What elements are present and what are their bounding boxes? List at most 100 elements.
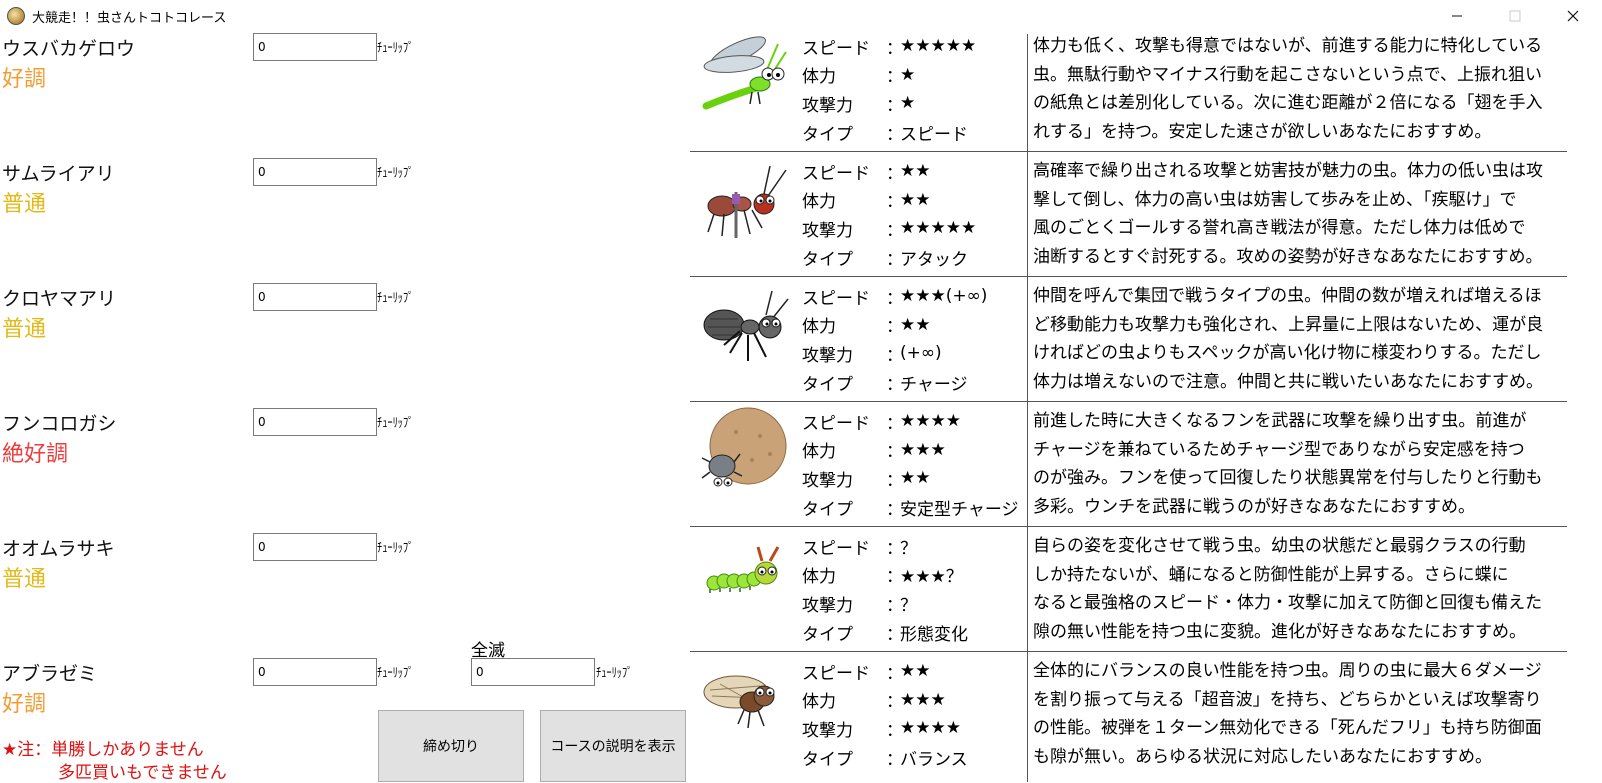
course-description-button[interactable]: コースの説明を表示 xyxy=(540,710,686,782)
attack-value: ★★★★★ xyxy=(900,218,977,239)
dragonfly-icon xyxy=(702,36,787,110)
stats-caterpillar: スピード：？ 体力：★★★？ 攻撃力：？ タイプ：形態変化 xyxy=(802,532,1028,646)
maximize-icon xyxy=(1509,10,1521,22)
unit-label: ﾁｭｰﾘｯﾌﾟ xyxy=(377,41,414,56)
condition-aburazemi: 好調 xyxy=(2,692,47,717)
description-dung-beetle: 前進した時に大きくなるフンを武器に攻撃を繰り出す虫。前進がチャージを兼ねているた… xyxy=(1033,411,1543,517)
bet-input-oomurasaki[interactable] xyxy=(253,533,377,561)
bet-input-aburazemi[interactable] xyxy=(253,658,377,686)
note-line-1: ★注：単勝しかありません xyxy=(2,740,204,760)
stat-attack-row: 攻撃力：★★★★★ xyxy=(802,218,977,241)
stat-speed-row: スピード：★★★★★ xyxy=(802,36,977,59)
unit-label: ﾁｭｰﾘｯﾌﾟ xyxy=(377,666,414,681)
hp-value: ★ xyxy=(900,64,916,85)
stat-hp-row: 体力：★★★ xyxy=(802,689,946,713)
attack-value: ★★★★ xyxy=(900,718,961,739)
description-samurai-ant: 高確率で繰り出される攻撃と妨害技が魅力の虫。体力の低い虫は攻撃して倒し、体力の高… xyxy=(1033,161,1543,267)
stat-hp-row: 体力：★ xyxy=(802,64,916,88)
stat-hp-row: 体力：★★ xyxy=(802,189,931,213)
minimize-button[interactable] xyxy=(1428,0,1486,32)
hp-value: ★★★ xyxy=(900,689,946,710)
note-line-2: 多匹買いもできません xyxy=(58,763,227,783)
condition-samuraiari: 普通 xyxy=(2,192,47,217)
allkill-label: 全滅 xyxy=(471,641,505,661)
bet-input-usubakagerou[interactable] xyxy=(253,33,377,61)
stat-attack-row: 攻撃力：★ xyxy=(802,93,916,116)
hp-value: ★★★ xyxy=(900,439,946,460)
hp-value: ★★★？ xyxy=(900,567,963,588)
condition-funkorogashi: 絶好調 xyxy=(2,442,69,467)
stat-hp-row: 体力：★★ xyxy=(802,314,931,338)
attack-value: ？ xyxy=(900,595,917,616)
bug-name-samuraiari: サムライアリ xyxy=(2,163,115,185)
description-dragonfly: 体力も低く、攻撃も得意ではないが、前進する能力に特化している虫。無駄行動やマイナ… xyxy=(1033,36,1543,142)
type-value: スピード xyxy=(900,124,968,145)
stat-attack-row: 攻撃力：？ xyxy=(802,589,1028,618)
speed-value: ★★ xyxy=(900,661,931,682)
speed-value: ★★★★★ xyxy=(900,36,977,57)
attack-value: ★ xyxy=(900,93,916,114)
condition-usubakagerou: 好調 xyxy=(2,67,47,92)
stat-attack-row: 攻撃力：★★ xyxy=(802,468,931,491)
stat-type-row: タイプ：スピード xyxy=(802,118,1028,147)
stat-type-row: タイプ：形態変化 xyxy=(802,618,1028,647)
speed-value: ★★★★ xyxy=(900,411,961,432)
description-caterpillar: 自らの姿を変化させて戦う虫。幼虫の状態だと最弱クラスの行動しか持たないが、蛹にな… xyxy=(1033,536,1543,642)
bet-input-kuroyamaari[interactable] xyxy=(253,283,377,311)
stat-attack-row: 攻撃力：★★★★ xyxy=(802,718,961,741)
app-icon xyxy=(7,7,25,25)
stat-type-row: タイプ：アタック xyxy=(802,243,1028,272)
stats-cicada: スピード：★★ 体力：★★★ 攻撃力：★★★★ タイプ：バランス xyxy=(802,657,1028,771)
close-icon xyxy=(1567,10,1579,22)
description-cicada: 全体的にバランスの良い性能を持つ虫。周りの虫に最大６ダメージを割り振って与える「… xyxy=(1033,661,1542,767)
attack-value: (+∞) xyxy=(900,343,942,364)
hp-value: ★★ xyxy=(900,314,931,335)
row-divider xyxy=(690,401,1567,402)
row-divider xyxy=(690,276,1567,277)
speed-value: ★★★(+∞) xyxy=(900,286,988,307)
unit-label: ﾁｭｰﾘｯﾌﾟ xyxy=(377,166,414,181)
stats-samurai-ant: スピード：★★ 体力：★★ 攻撃力：★★★★★ タイプ：アタック xyxy=(802,157,1028,271)
row-divider xyxy=(690,526,1567,527)
bug-name-funkorogashi: フンコロガシ xyxy=(2,413,117,435)
stats-dung-beetle: スピード：★★★★ 体力：★★★ 攻撃力：★★ タイプ：安定型チャージ xyxy=(802,407,1028,521)
bug-name-usubakagerou: ウスバカゲロウ xyxy=(2,38,136,60)
window-title: 大競走！！虫さんトコトコレース xyxy=(32,11,227,26)
type-value: チャージ xyxy=(900,374,968,395)
stat-speed-row: スピード：★★ xyxy=(802,661,931,684)
stat-speed-row: スピード：★★★★ xyxy=(802,411,961,434)
stat-hp-row: 体力：★★★ xyxy=(802,439,946,463)
row-divider xyxy=(690,151,1567,152)
cicada-icon xyxy=(703,675,775,729)
type-value: アタック xyxy=(900,249,968,270)
stat-type-row: タイプ：チャージ xyxy=(802,368,1028,397)
type-value: 安定型チャージ xyxy=(900,499,1019,520)
bet-input-funkorogashi[interactable] xyxy=(253,408,377,436)
condition-oomurasaki: 普通 xyxy=(2,567,47,592)
bet-input-allkill[interactable] xyxy=(471,658,595,686)
maximize-button[interactable] xyxy=(1486,0,1544,32)
stat-attack-row: 攻撃力：(+∞) xyxy=(802,343,942,366)
stats-black-ant: スピード：★★★(+∞) 体力：★★ 攻撃力：(+∞) タイプ：チャージ xyxy=(802,282,1028,396)
samurai-ant-icon xyxy=(707,165,787,238)
close-button[interactable] xyxy=(1544,0,1602,32)
title-bar: 大競走！！虫さんトコトコレース xyxy=(0,0,1602,32)
bug-name-aburazemi: アブラゼミ xyxy=(2,663,98,685)
deadline-button[interactable]: 締め切り xyxy=(378,710,524,782)
stat-speed-row: スピード：★★ xyxy=(802,161,931,184)
speed-value: ？ xyxy=(900,538,917,559)
bug-name-kuroyamaari: クロヤマアリ xyxy=(2,288,117,310)
caterpillar-icon xyxy=(706,546,780,593)
condition-kuroyamaari: 普通 xyxy=(2,317,47,342)
unit-label: ﾁｭｰﾘｯﾌﾟ xyxy=(596,666,633,681)
row-divider xyxy=(690,651,1567,652)
stat-speed-row: スピード：？ xyxy=(802,532,1028,561)
description-black-ant: 仲間を呼んで集団で戦うタイプの虫。仲間の数が増えれば増えるほど移動能力も攻撃力も… xyxy=(1033,286,1544,392)
black-ant-icon xyxy=(703,290,789,361)
type-value: バランス xyxy=(900,749,968,770)
bet-input-samuraiari[interactable] xyxy=(253,158,377,186)
stat-speed-row: スピード：★★★(+∞) xyxy=(802,286,988,309)
unit-label: ﾁｭｰﾘｯﾌﾟ xyxy=(377,541,414,556)
type-value: 形態変化 xyxy=(900,624,968,645)
